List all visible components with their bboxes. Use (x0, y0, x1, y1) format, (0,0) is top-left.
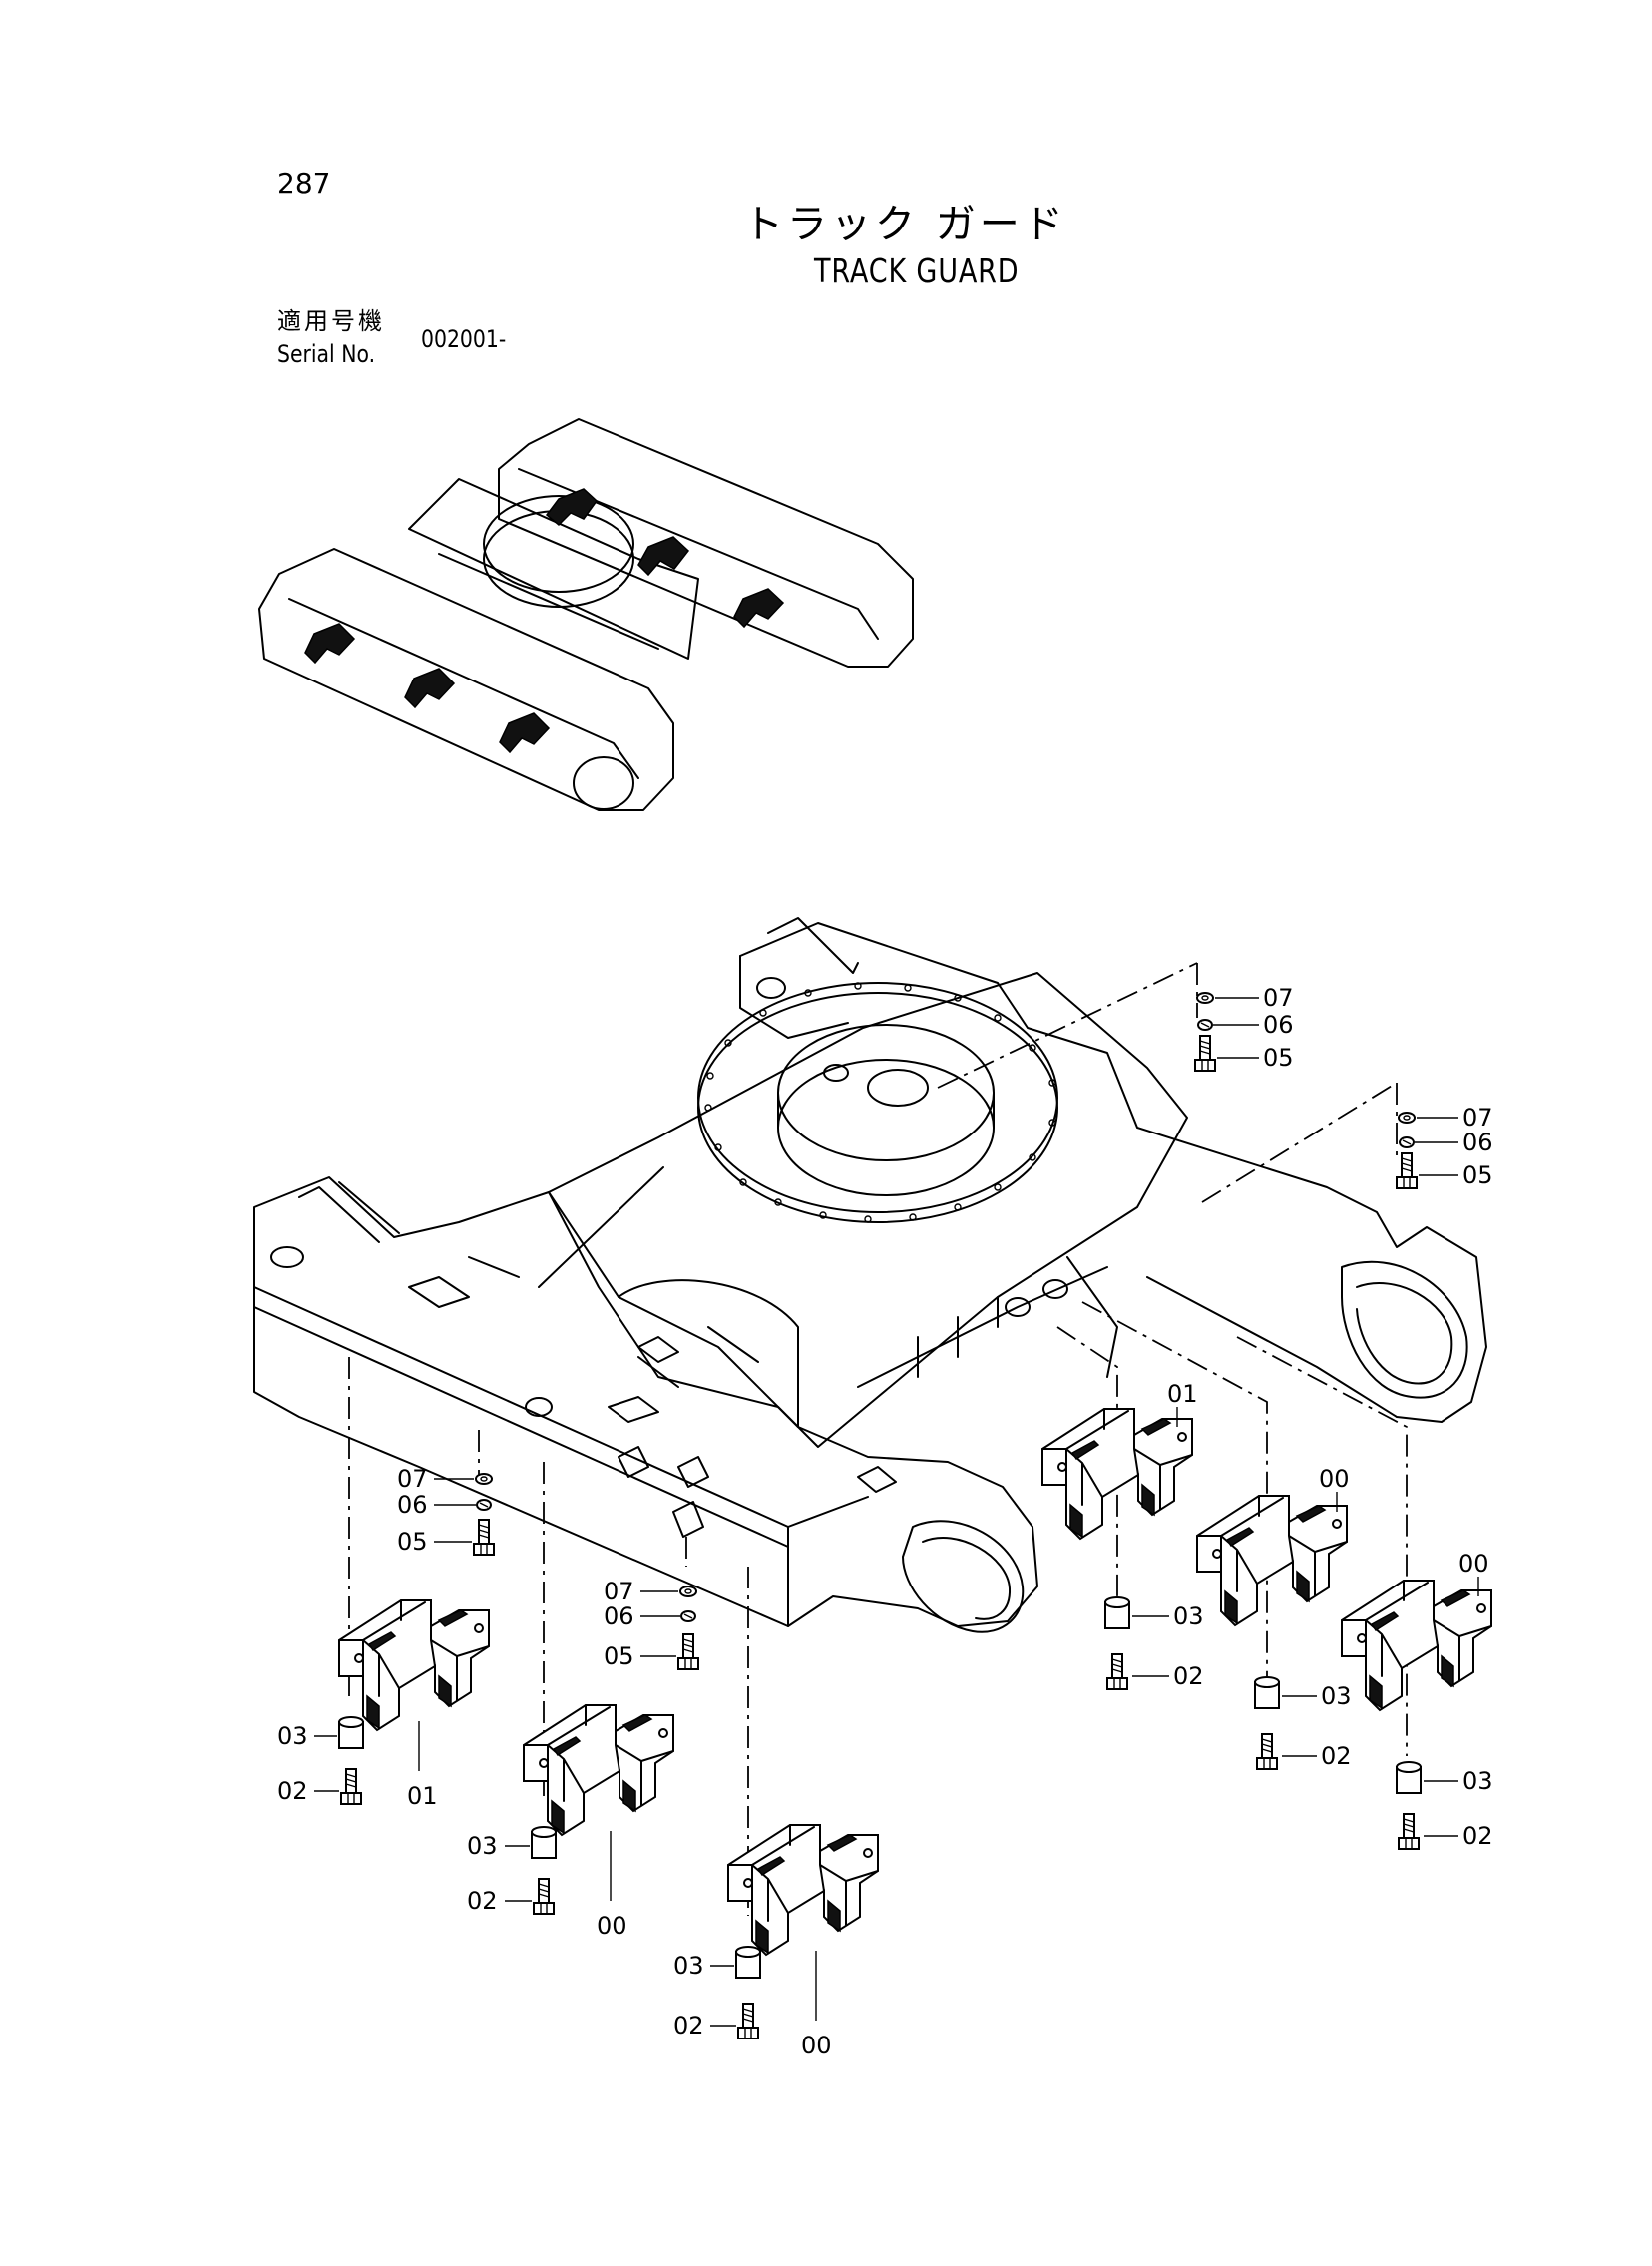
callout-07: 07 (397, 1465, 428, 1493)
callout-00: 00 (801, 2032, 832, 2059)
callout-00: 00 (597, 1912, 627, 1940)
washer-07-part (1196, 992, 1214, 1004)
upper-right-hardware-group-2 (1396, 1112, 1418, 1189)
lock-washer-06-part (680, 1610, 696, 1622)
washer-07-part (475, 1473, 493, 1485)
callout-03: 03 (467, 1832, 498, 1860)
bolt-05-part (1194, 1035, 1216, 1072)
track-guard-01-left-front (338, 1599, 490, 1731)
bolt-05-part (473, 1519, 495, 1556)
washer-07-part (679, 1586, 697, 1597)
callout-03: 03 (673, 1952, 704, 1980)
serial-label-japanese: 適用号機 (277, 307, 385, 335)
callout-07: 07 (1462, 1104, 1493, 1132)
callout-02: 02 (1462, 1822, 1493, 1850)
callout-05: 05 (397, 1528, 428, 1556)
washer-07-part (1398, 1112, 1416, 1124)
callout-06: 06 (1263, 1011, 1294, 1039)
track-guard-00-right-rear (1341, 1580, 1492, 1711)
callout-03: 03 (1321, 1682, 1352, 1710)
callout-07: 07 (604, 1578, 634, 1605)
callout-02: 02 (1321, 1742, 1352, 1770)
left-hardware-group-1 (473, 1473, 495, 1556)
left-hardware-group-2 (677, 1586, 699, 1670)
callout-03: 03 (1462, 1767, 1493, 1795)
callout-07: 07 (1263, 984, 1294, 1012)
undercarriage-overview-illustration (258, 418, 914, 811)
callout-02: 02 (1173, 1662, 1204, 1690)
upper-right-hardware-group-1 (1194, 992, 1216, 1072)
callout-labels: 07 06 05 07 06 05 07 06 05 07 06 05 01 0… (277, 984, 1493, 2059)
track-guard-00-left-rear (727, 1824, 879, 1956)
callout-03: 03 (1173, 1602, 1204, 1630)
callout-02: 02 (277, 1777, 308, 1805)
track-guard-00-left-mid (523, 1704, 674, 1836)
serial-label-english: Serial No. (277, 340, 376, 368)
callout-01: 01 (407, 1782, 438, 1810)
track-guard-00-right-mid (1196, 1495, 1348, 1626)
callout-06: 06 (604, 1602, 634, 1630)
page-title-japanese: トラック ガード (743, 202, 1067, 247)
page-title-english: TRACK GUARD (814, 251, 1020, 290)
bolt-05-part (677, 1633, 699, 1670)
callout-06: 06 (397, 1491, 428, 1519)
page-number: 287 (277, 167, 331, 200)
callout-01: 01 (1167, 1380, 1198, 1408)
lock-washer-06-part (476, 1499, 492, 1511)
callout-05: 05 (1263, 1044, 1294, 1072)
track-frame-illustration (253, 917, 1487, 1633)
lock-washer-06-part (1399, 1136, 1415, 1148)
callout-05: 05 (604, 1642, 634, 1670)
serial-number-value: 002001- (421, 325, 507, 353)
callout-05: 05 (1462, 1161, 1493, 1189)
callout-02: 02 (467, 1887, 498, 1915)
leader-lines (348, 962, 1408, 1916)
callout-00: 00 (1458, 1550, 1489, 1578)
callout-00: 00 (1319, 1465, 1350, 1493)
callout-02: 02 (673, 2012, 704, 2039)
callout-03: 03 (277, 1722, 308, 1750)
callout-06: 06 (1462, 1129, 1493, 1156)
lock-washer-06-part (1197, 1019, 1213, 1031)
bolt-05-part (1396, 1152, 1418, 1189)
track-guard-01-right-front (1041, 1408, 1193, 1540)
